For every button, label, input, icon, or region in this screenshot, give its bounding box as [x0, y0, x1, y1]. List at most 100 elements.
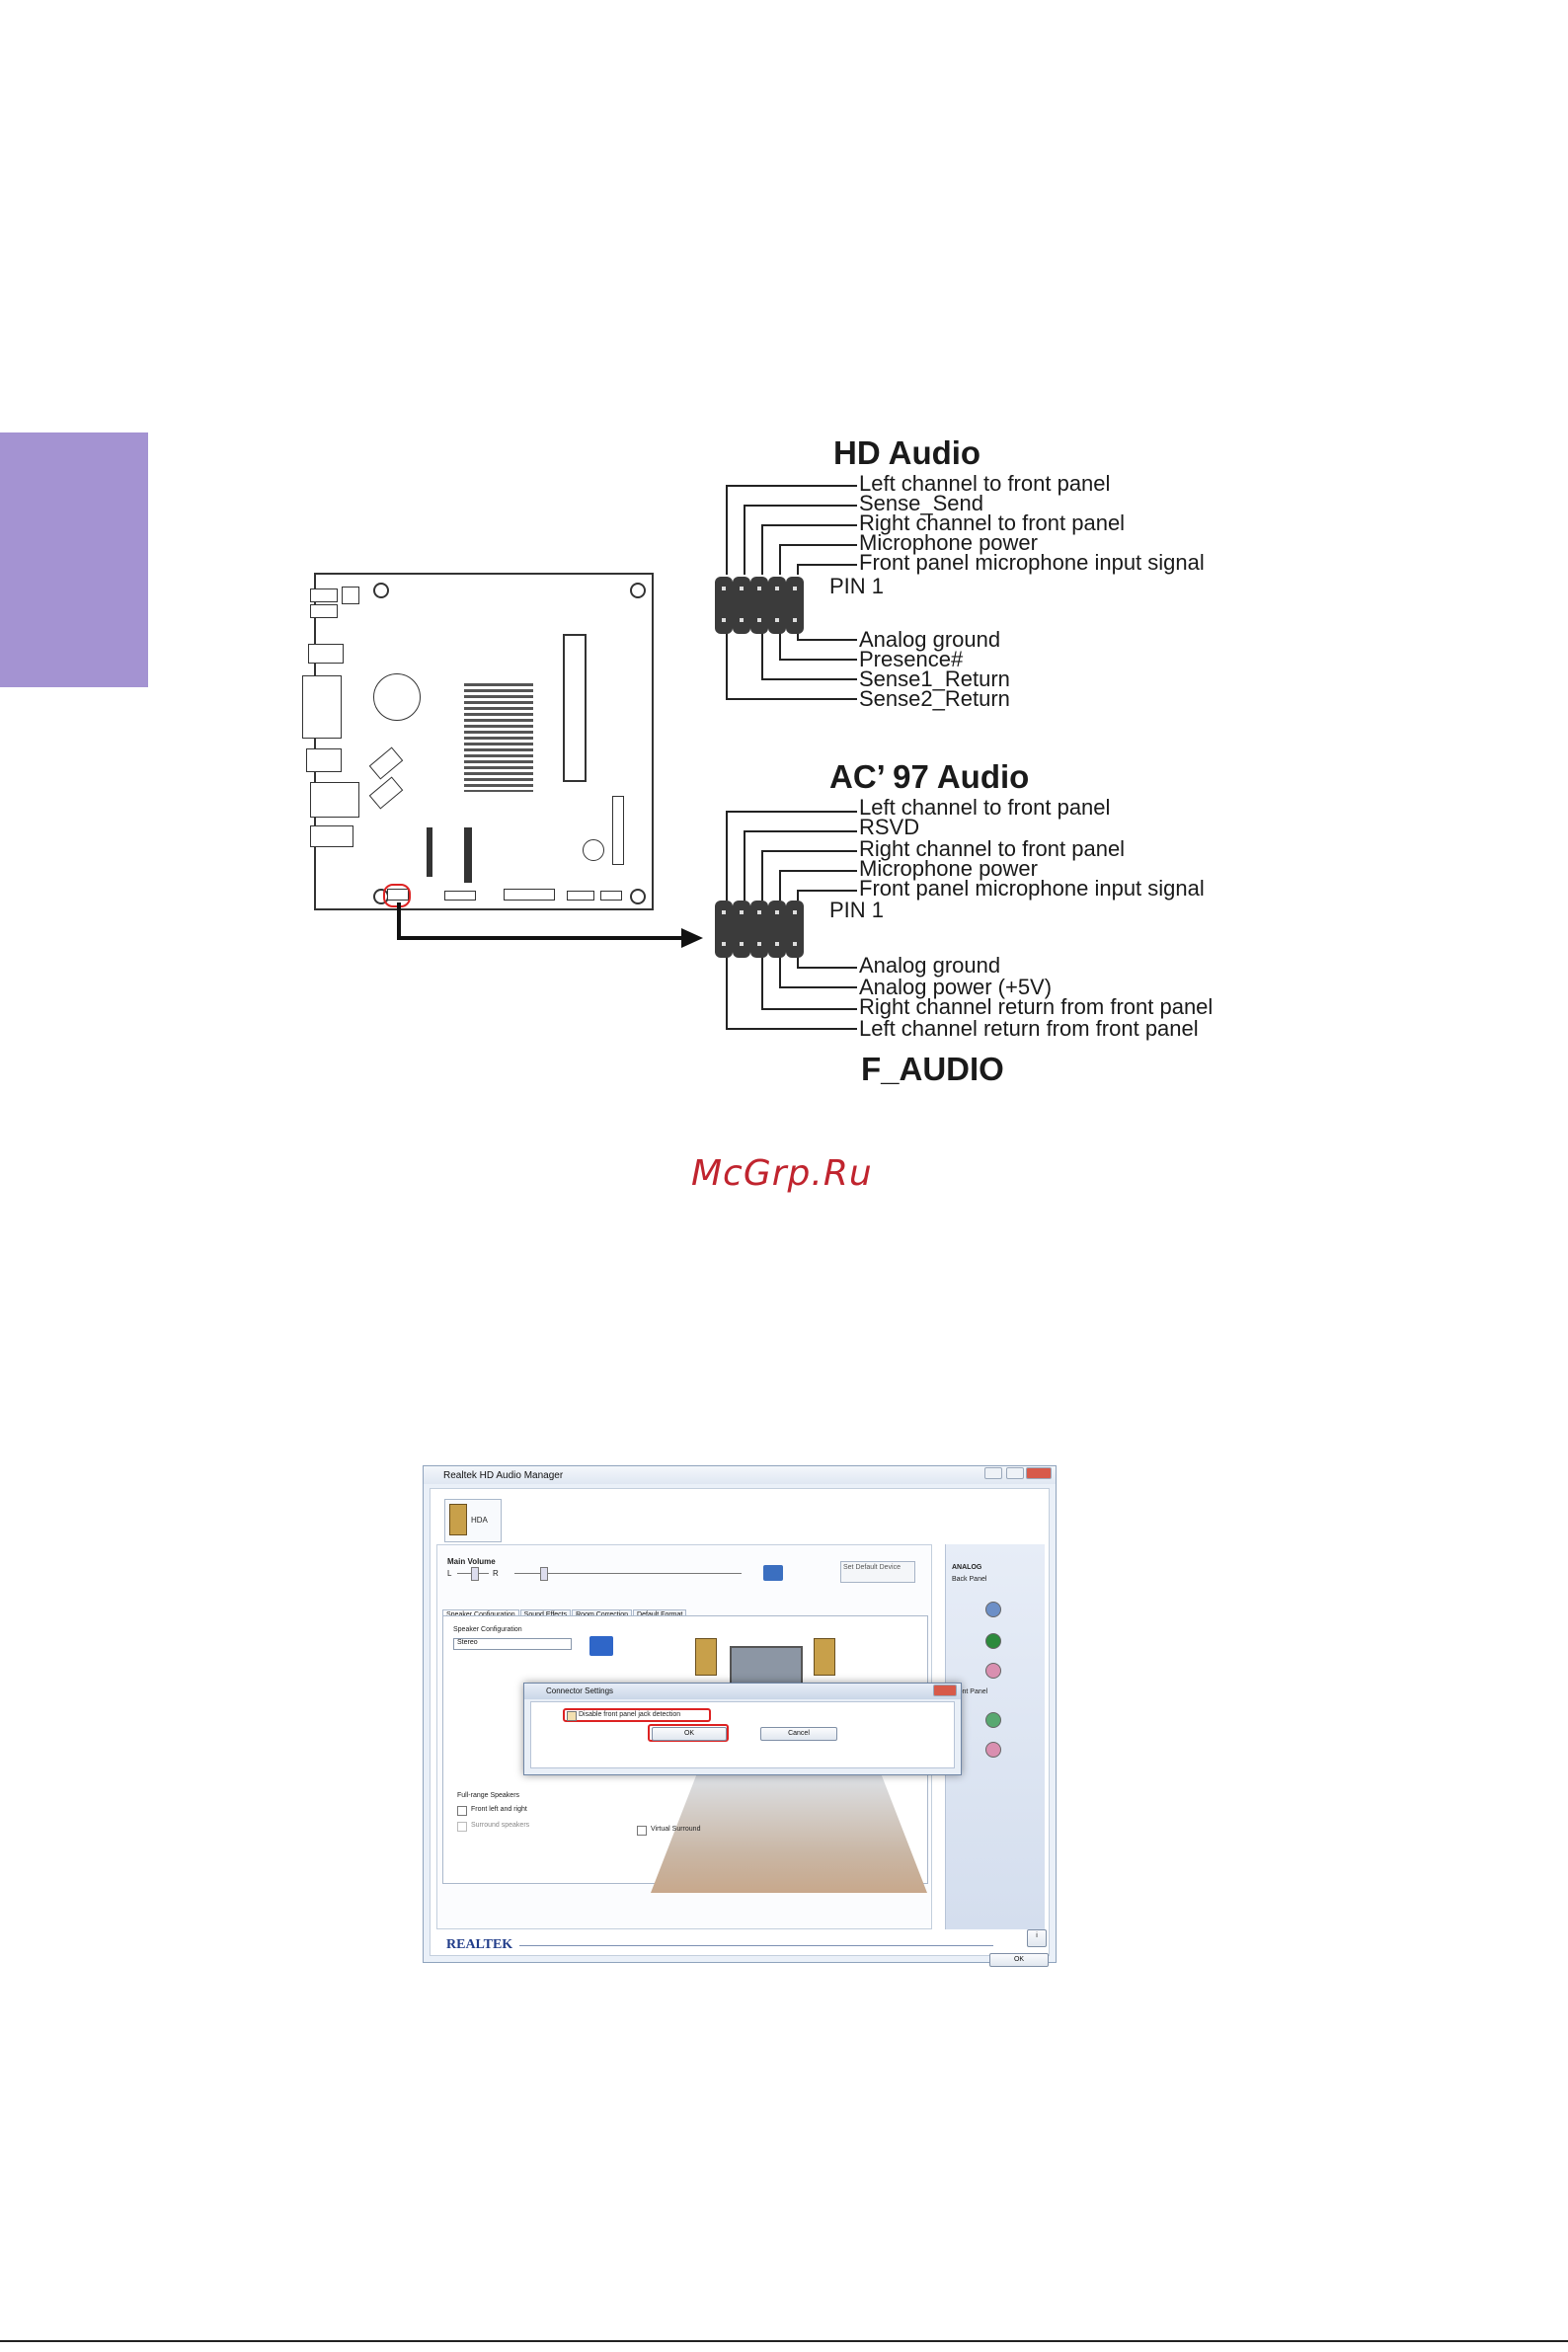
- chapter-tab: [0, 432, 148, 687]
- maximize-button[interactable]: [1006, 1467, 1024, 1479]
- ac97-pin1-label: PIN 1: [829, 898, 885, 922]
- lan-port: [310, 782, 359, 818]
- mute-button[interactable]: [763, 1565, 783, 1581]
- hd-pin-label: Analog ground: [859, 627, 1001, 652]
- checkbox-highlight: [563, 1708, 711, 1722]
- hd-audio-wiring: [726, 485, 857, 700]
- hd-pin-label: Microphone power: [859, 530, 1038, 555]
- ac97-pin-label: Analog ground: [859, 953, 1001, 978]
- minimize-button[interactable]: [984, 1467, 1002, 1479]
- ac97-pin-label: RSVD: [859, 815, 920, 839]
- back-jack-green[interactable]: [985, 1633, 1001, 1649]
- ac97-header-pins: [715, 901, 825, 958]
- watermark: McGrp.Ru: [691, 1153, 873, 1194]
- analog-label: ANALOG: [952, 1564, 982, 1571]
- lvds-connector: [504, 889, 555, 901]
- hd-pin-label: Presence#: [859, 647, 964, 671]
- dialog-cancel-button[interactable]: Cancel: [760, 1727, 837, 1741]
- back-jack-blue[interactable]: [985, 1602, 1001, 1617]
- front-panel-label: Front Panel: [952, 1688, 988, 1695]
- atx-power: [342, 587, 359, 604]
- pin-pair: [733, 577, 750, 634]
- ac97-pin-label: Analog power (+5V): [859, 975, 1053, 999]
- virtual-surround-label: Virtual Surround: [651, 1826, 701, 1833]
- dialog-titlebar: Connector Settings: [524, 1684, 961, 1699]
- room-visualization: [651, 1764, 927, 1893]
- front-lr-label: Front left and right: [471, 1806, 527, 1813]
- ac97-pin-label: Left channel return from front panel: [859, 1016, 1199, 1041]
- balance-thumb[interactable]: [471, 1567, 479, 1581]
- dialog-close-button[interactable]: [933, 1685, 957, 1696]
- mini-pcie-slot: [427, 827, 432, 877]
- back-jack-pink[interactable]: [985, 1663, 1001, 1679]
- vga-hdmi-port: [302, 675, 342, 739]
- connector-settings-dialog: Connector Settings Disable front panel j…: [523, 1683, 962, 1775]
- surround-label: Surround speakers: [471, 1822, 530, 1829]
- ac97-pin-label: Right channel return from front panel: [859, 994, 1214, 1019]
- dc-in-port: [310, 588, 338, 602]
- heatsink: [464, 683, 533, 792]
- front-lr-checkbox[interactable]: [457, 1806, 467, 1816]
- audio-port: [310, 825, 353, 847]
- ac97-pin-label: Microphone power: [859, 856, 1038, 881]
- sata-port: [368, 776, 404, 810]
- main-volume-label: Main Volume: [447, 1557, 496, 1566]
- ac97-pin-label: Front panel microphone input signal: [859, 876, 1205, 901]
- hd-pin-label: Sense1_Return: [859, 666, 1010, 691]
- window-title: Realtek HD Audio Manager: [443, 1470, 564, 1481]
- page-bottom-rule: [0, 2340, 1568, 2342]
- window-titlebar: Realtek HD Audio Manager: [424, 1466, 1056, 1484]
- dc-out-port: [310, 604, 338, 618]
- surround-checkbox[interactable]: [457, 1822, 467, 1832]
- ac97-pin-label: Right channel to front panel: [859, 836, 1126, 861]
- vol-right-label: R: [493, 1569, 499, 1578]
- front-jack-green[interactable]: [985, 1712, 1001, 1728]
- hd-audio-pin1-label: PIN 1: [829, 574, 885, 598]
- usb-port: [306, 748, 342, 772]
- virtual-surround-checkbox[interactable]: [637, 1826, 647, 1836]
- vol-left-label: L: [447, 1569, 452, 1578]
- disable-detection-checkbox[interactable]: [567, 1711, 577, 1721]
- mount-hole: [630, 583, 646, 598]
- footer-divider: [519, 1945, 993, 1946]
- hd-pin-label: Right channel to front panel: [859, 510, 1126, 535]
- volume-thumb[interactable]: [540, 1567, 548, 1581]
- pin-pair: [715, 577, 733, 634]
- pointer-arrow: [397, 902, 703, 948]
- speaker-config-select[interactable]: Stereo: [453, 1638, 572, 1650]
- volume-slider[interactable]: [514, 1573, 742, 1574]
- battery: [373, 673, 421, 721]
- dialog-title: Connector Settings: [546, 1686, 614, 1695]
- speaker-configuration-label: Speaker Configuration: [453, 1626, 522, 1633]
- back-panel-label: Back Panel: [952, 1576, 987, 1583]
- pin-pair: [786, 577, 804, 634]
- speaker-icon: [449, 1504, 467, 1535]
- ps2-port: [308, 644, 344, 664]
- hd-pin-label: Left channel to front panel: [859, 471, 1111, 496]
- pin-pair: [750, 901, 768, 958]
- close-button[interactable]: [1026, 1467, 1052, 1479]
- ok-button[interactable]: OK: [989, 1953, 1049, 1967]
- front-jack-pink[interactable]: [985, 1742, 1001, 1758]
- usb-header: [444, 891, 476, 901]
- front-panel-header: [567, 891, 594, 901]
- hd-audio-title: HD Audio: [833, 434, 981, 471]
- full-range-label: Full-range Speakers: [457, 1792, 520, 1799]
- pin-pair: [768, 577, 786, 634]
- info-button[interactable]: i: [1027, 1929, 1047, 1947]
- play-test-button[interactable]: [589, 1636, 613, 1656]
- pin-pair: [750, 577, 768, 634]
- set-default-device-button[interactable]: Set Default Device: [840, 1561, 915, 1583]
- pin-pair: [733, 901, 750, 958]
- monitor-icon: [730, 1646, 803, 1689]
- motherboard-diagram: [302, 573, 654, 910]
- ac97-pin-label: Left channel to front panel: [859, 795, 1111, 820]
- hd-audio-header-pins: [715, 577, 825, 634]
- hd-pin-label: Sense2_Return: [859, 686, 1010, 711]
- device-tab-hda[interactable]: HDA: [444, 1499, 502, 1542]
- right-speaker-icon: [814, 1638, 835, 1676]
- sodimm-slot: [563, 634, 587, 782]
- ok-highlight: [648, 1724, 729, 1742]
- dialog-ok-button[interactable]: OK: [652, 1727, 727, 1741]
- ac97-audio-title: AC’ 97 Audio: [829, 758, 1030, 795]
